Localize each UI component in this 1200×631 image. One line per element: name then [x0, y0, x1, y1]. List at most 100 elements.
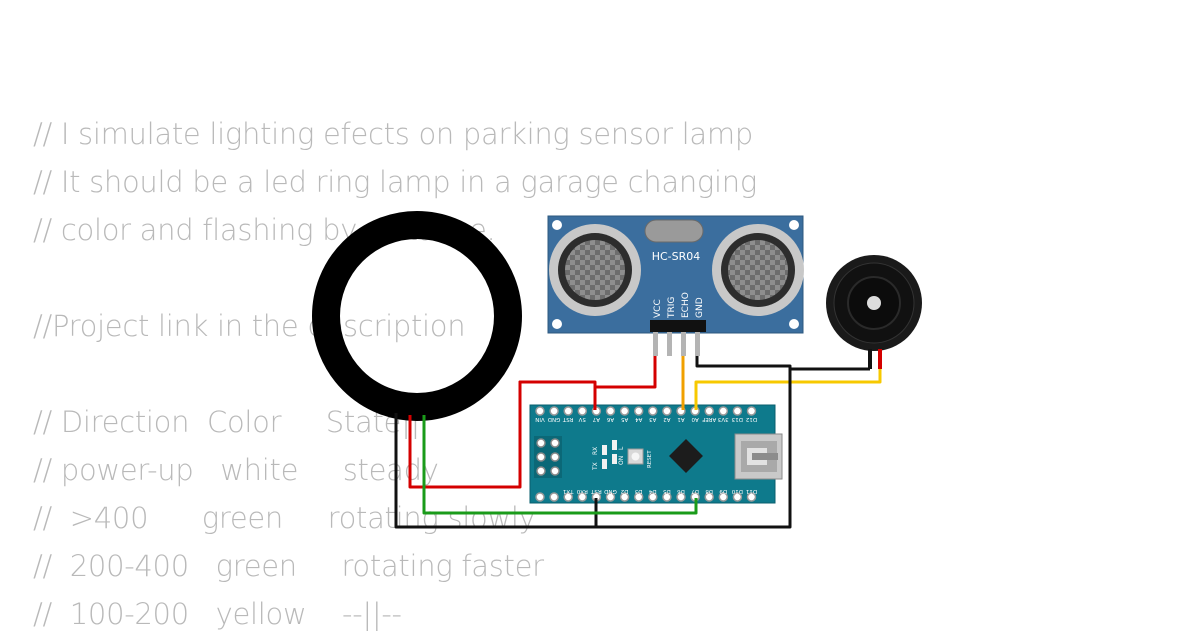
pin-label: A1: [677, 416, 684, 422]
wires: [394, 356, 882, 529]
transducer-left: [549, 224, 641, 316]
pin-pad[interactable]: [732, 406, 743, 416]
pin-pad[interactable]: [718, 406, 729, 416]
pin-label: GND: [548, 416, 561, 422]
pin-label: VIN: [535, 416, 545, 422]
wire-green-signal[interactable]: [422, 415, 698, 515]
ultrasonic-sensor[interactable]: HC-SR04 VCC TRIG ECHO GND: [547, 215, 804, 356]
pin-label: D7: [691, 488, 699, 494]
pin-pad[interactable]: [619, 492, 630, 502]
pin-pad[interactable]: [662, 406, 672, 416]
pin-label: D10: [731, 488, 743, 494]
sensor-pin-trig[interactable]: [667, 332, 672, 356]
pin-label: A6: [606, 416, 614, 422]
comment-line: // 100-200 yellow --||--: [33, 597, 402, 631]
wire-red-5v[interactable]: [593, 356, 657, 410]
led-ring[interactable]: [312, 211, 522, 421]
pin-pad[interactable]: [718, 492, 729, 502]
wire-joint: [518, 380, 522, 384]
pin-pad[interactable]: [577, 492, 588, 502]
top-pin-row: [535, 406, 757, 416]
wire-black-gnd[interactable]: [594, 356, 792, 529]
pin-label: D3: [634, 488, 642, 494]
buzzer-pin-positive[interactable]: [878, 349, 882, 369]
comment-line: // Direction Color State||: [33, 405, 421, 439]
pin-label: D5: [663, 488, 671, 494]
pin-pad[interactable]: [633, 492, 644, 502]
pin-pad[interactable]: [605, 406, 616, 416]
pin-label: A5: [620, 416, 628, 422]
usb-connector: [734, 433, 783, 480]
sensor-pin-label: VCC: [653, 299, 663, 318]
pin-pad[interactable]: [549, 492, 559, 502]
comment-line: // It should be a led ring lamp in a gar…: [33, 165, 757, 199]
pin-pad[interactable]: [704, 492, 714, 502]
mount-hole: [789, 220, 799, 230]
sensor-model-label: HC-SR04: [652, 250, 701, 263]
pin-pad[interactable]: [535, 406, 545, 416]
pin-pad[interactable]: [535, 492, 545, 502]
sensor-pin-echo[interactable]: [681, 332, 686, 356]
pin-pad[interactable]: [662, 492, 672, 502]
pin-label: D13: [731, 416, 743, 422]
pin-pad[interactable]: [563, 406, 573, 416]
pin-label: A0: [691, 416, 699, 422]
led-label: RX: [592, 447, 599, 455]
pin-label: A2: [663, 416, 670, 422]
pin-label: D8: [705, 488, 713, 494]
pin-label: D12: [746, 416, 757, 422]
transducer-right: [712, 224, 804, 316]
reset-label: RESET: [647, 450, 653, 468]
buzzer-pin-negative[interactable]: [868, 349, 872, 369]
pin-pad[interactable]: [648, 406, 658, 416]
pin-pad[interactable]: [704, 406, 714, 416]
icsp-header: [534, 436, 562, 478]
buzzer[interactable]: [826, 255, 922, 369]
pin-label: A4: [635, 416, 643, 422]
wire-red-ring[interactable]: [408, 380, 597, 489]
pin-pad[interactable]: [732, 492, 743, 502]
wire-yellow-buzzer[interactable]: [694, 369, 882, 410]
mount-hole: [552, 319, 562, 329]
comment-line: // 200-400 green rotating faster: [33, 549, 544, 583]
reset-button[interactable]: [627, 448, 644, 465]
pin-label: A3: [649, 416, 657, 422]
pin-pad[interactable]: [648, 492, 658, 502]
pin-label: RST: [562, 416, 573, 422]
pin-pad[interactable]: [563, 492, 573, 502]
sensor-pin-vcc[interactable]: [653, 332, 658, 356]
pin-label: A7: [592, 416, 600, 422]
pin-pad[interactable]: [746, 492, 757, 502]
pin-label: AREF: [702, 416, 716, 422]
pin-pad[interactable]: [746, 406, 757, 416]
sensor-pin-label: TRIG: [667, 297, 677, 319]
led-label: TX: [592, 462, 599, 471]
sensor-pin-gnd[interactable]: [695, 332, 700, 356]
status-leds: [602, 440, 617, 469]
led-label: ON: [618, 456, 625, 465]
pin-label: TX1: [563, 488, 575, 494]
pin-header: [650, 320, 706, 332]
pin-pad[interactable]: [577, 406, 588, 416]
pin-pad[interactable]: [633, 406, 644, 416]
pin-label: D6: [677, 488, 685, 494]
pin-label: D9: [719, 488, 727, 494]
mount-hole: [789, 319, 799, 329]
microcontroller-chip: [669, 439, 703, 473]
pin-pad[interactable]: [605, 492, 616, 502]
pin-pad[interactable]: [549, 406, 559, 416]
pin-label: RST: [590, 488, 601, 494]
pin-pad[interactable]: [676, 492, 686, 502]
sensor-pin-label: GND: [695, 297, 705, 318]
comment-line: // power-up white steady: [33, 453, 439, 487]
crystal-oscillator: [644, 219, 704, 243]
led-label: L: [618, 446, 625, 450]
pin-label: GND: [604, 488, 617, 494]
pin-pad[interactable]: [619, 406, 630, 416]
pin-label: D2: [621, 488, 629, 494]
wire-black-ring[interactable]: [394, 413, 596, 529]
mount-hole: [552, 220, 562, 230]
